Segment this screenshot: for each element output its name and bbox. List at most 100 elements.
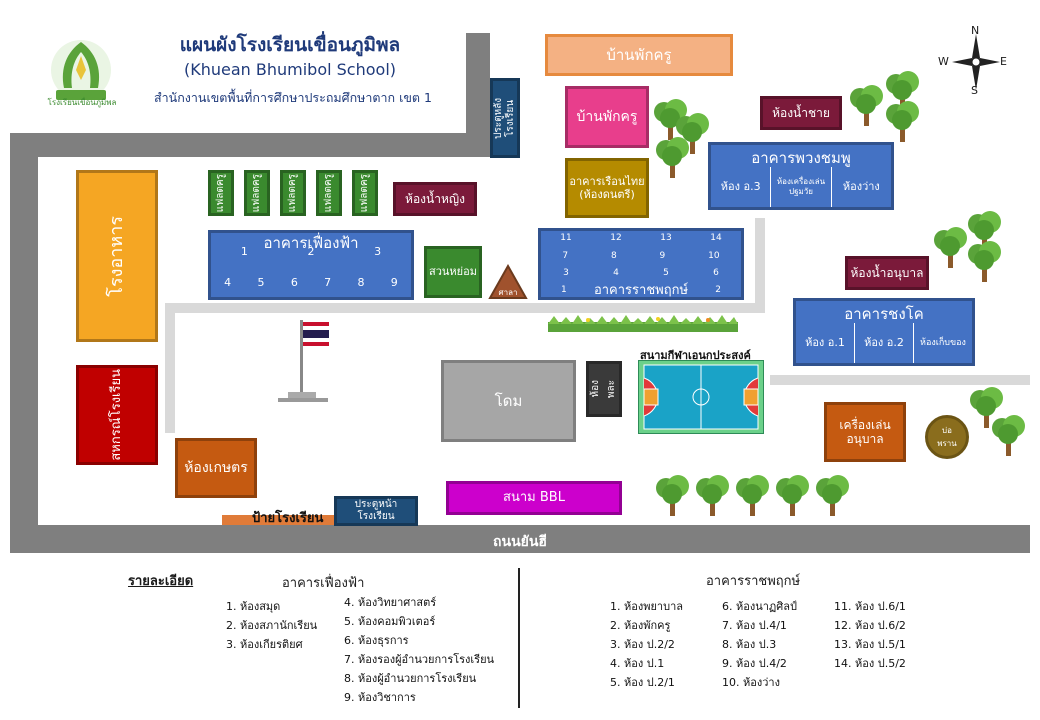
phuang-chomphu-title: อาคารพวงชมพู: [751, 149, 851, 167]
ratchaphruek-building: 11 12 13 14 7 8 9 10 3 4 5 6 1 อาคารราชพ…: [538, 228, 744, 300]
compass-n: N: [971, 24, 980, 37]
bbl-field: สนาม BBL: [446, 481, 622, 515]
tree-icon: [934, 227, 967, 268]
grass-strip: [548, 314, 738, 332]
ratch-room-6: 6: [713, 268, 719, 278]
fueangfa-room-7: 7: [324, 275, 332, 289]
dome: โดม: [441, 360, 576, 442]
school-sign-label: ป้ายโรงเรียน: [252, 511, 324, 526]
legend-item: 5. ห้อง ป.2/1: [610, 676, 675, 689]
chongko-building: อาคารชงโค ห้อง อ.1 ห้อง อ.2 ห้องเก็บของ: [793, 298, 975, 366]
legend-item: 7. ห้อง ป.4/1: [722, 619, 787, 632]
school-sign: [222, 515, 338, 525]
legend-ratch-title: อาคารราชพฤกษ์: [706, 574, 801, 589]
legend-item: 7. ห้องรองผู้อำนวยการโรงเรียน: [344, 653, 495, 666]
chongko-title: อาคารชงโค: [844, 305, 924, 323]
tree-icon: [676, 113, 709, 154]
tree-icon: [736, 475, 769, 516]
teacher-house-top: บ้านพักครู: [545, 34, 733, 76]
fueangfa-room-6: 6: [290, 275, 298, 289]
legend-item: 13. ห้อง ป.5/1: [834, 638, 906, 651]
legend-item: 4. ห้องวิทยาศาสตร์: [344, 596, 437, 609]
school-coop: สหกรณ์โรงเรียน: [76, 365, 158, 465]
teacher-flat-1: แฟลตครู: [208, 170, 234, 216]
tree-icon: [992, 415, 1025, 456]
walkway-east: [755, 218, 765, 313]
ratch-room-10: 10: [708, 251, 720, 261]
legend-item: 3. ห้อง ป.2/2: [610, 638, 675, 651]
chongko-room-3: ห้องเก็บของ: [920, 337, 966, 348]
garden: สวนหย่อม: [424, 246, 482, 298]
multipurpose-field: [637, 359, 765, 435]
road-gate-north: [466, 33, 490, 155]
legend-item: 4. ห้อง ป.1: [610, 657, 665, 670]
teacher-flat-3: แฟลตครู: [280, 170, 306, 216]
sala-pavilion: [488, 263, 528, 300]
road-north: [10, 133, 490, 157]
tree-icon: [886, 101, 919, 142]
ratch-room-9: 9: [659, 251, 666, 261]
legend-item: 6. ห้องนาฏศิลป์: [722, 600, 798, 613]
canteen: โรงอาหาร: [76, 170, 158, 342]
tree-icon: [850, 85, 883, 126]
kindergarten-playground: เครื่องเล่น อนุบาล: [824, 402, 906, 462]
main-road: [10, 525, 1030, 553]
legend-divider: [518, 568, 520, 708]
sports-room: ห้อง พละ: [586, 361, 622, 417]
legend-item: 8. ห้อง ป.3: [722, 638, 777, 651]
legend-item: 9. ห้องวิชาการ: [344, 691, 416, 704]
teacher-flat-2: แฟลตครู: [244, 170, 270, 216]
ratch-room-14: 14: [710, 233, 722, 243]
thai-house-music: อาคารเรือนไทย (ห้องดนตรี): [565, 158, 649, 218]
fueangfa-room-2: 2: [307, 245, 315, 258]
ratch-room-5: 5: [663, 268, 669, 278]
legend-item: 14. ห้อง ป.5/2: [834, 657, 906, 670]
walkway-main: [165, 303, 765, 313]
legend-item: 2. ห้องพักครู: [610, 619, 671, 632]
fueangfa-room-9: 9: [390, 275, 398, 289]
legend-item: 6. ห้องธุรการ: [344, 634, 409, 647]
male-toilet: ห้องน้ำชาย: [760, 96, 842, 130]
compass-w: W: [938, 55, 949, 68]
legend-item: 9. ห้อง ป.4/2: [722, 657, 787, 670]
pond: บ่อ พราน: [925, 415, 969, 459]
tree-icon: [776, 475, 809, 516]
teacher-flat-4: แฟลตครู: [316, 170, 342, 216]
ratch-room-13: 13: [660, 233, 672, 243]
fueangfa-room-4: 4: [224, 275, 232, 289]
ratch-room-1: 1: [561, 285, 567, 296]
education-office: สำนักงานเขตพื้นที่การศึกษาประถมศึกษาตาก …: [154, 90, 432, 105]
sala-label: ศาลา: [498, 288, 518, 297]
ratch-room-7: 7: [562, 251, 569, 261]
agriculture-room: ห้องเกษตร: [175, 438, 257, 498]
fueangfa-room-8: 8: [357, 275, 365, 289]
field-label: สนามกีฬาเอนกประสงค์: [640, 349, 751, 362]
phuang-room-3: ห้องว่าง: [842, 180, 880, 194]
legend-item: 1. ห้องพยาบาล: [610, 600, 683, 613]
back-gate: ประตูหลังโรงเรียน: [490, 78, 520, 158]
legend-item: 11. ห้อง ป.6/1: [834, 600, 906, 613]
teacher-flat-5: แฟลตครู: [352, 170, 378, 216]
tree-icon: [816, 475, 849, 516]
map-subtitle: (Khuean Bhumibol School): [183, 60, 396, 79]
legend-item: 8. ห้องผู้อำนวยการโรงเรียน: [344, 672, 477, 685]
fueangfa-room-3: 3: [374, 245, 382, 258]
school-logo: [42, 30, 120, 108]
legend-item: 12. ห้อง ป.6/2: [834, 619, 906, 632]
main-road-label: ถนนยันฮี: [493, 534, 547, 550]
chongko-room-1: ห้อง อ.1: [796, 323, 855, 363]
legend-item: 10. ห้องว่าง: [722, 676, 780, 689]
phuang-room-2: ห้องเครื่องเล่น ปฐมวัย: [771, 167, 832, 207]
tree-icon: [968, 241, 1001, 282]
fueangfa-title: อาคารเฟื่องฟ้า: [263, 234, 359, 252]
ratch-room-4: 4: [613, 268, 619, 278]
phuang-room-1: ห้อง อ.3: [711, 167, 772, 207]
chongko-room-2: ห้อง อ.2: [855, 323, 914, 363]
ratch-room-11: 11: [560, 233, 572, 243]
tree-icon: [656, 137, 689, 178]
logo-caption: โรงเรียนเขื่อนภูมิพล: [47, 98, 117, 107]
tree-icon: [654, 99, 687, 140]
walkway-chongko: [770, 375, 1030, 385]
road-west: [10, 133, 38, 553]
ratch-room-2: 2: [715, 285, 721, 296]
